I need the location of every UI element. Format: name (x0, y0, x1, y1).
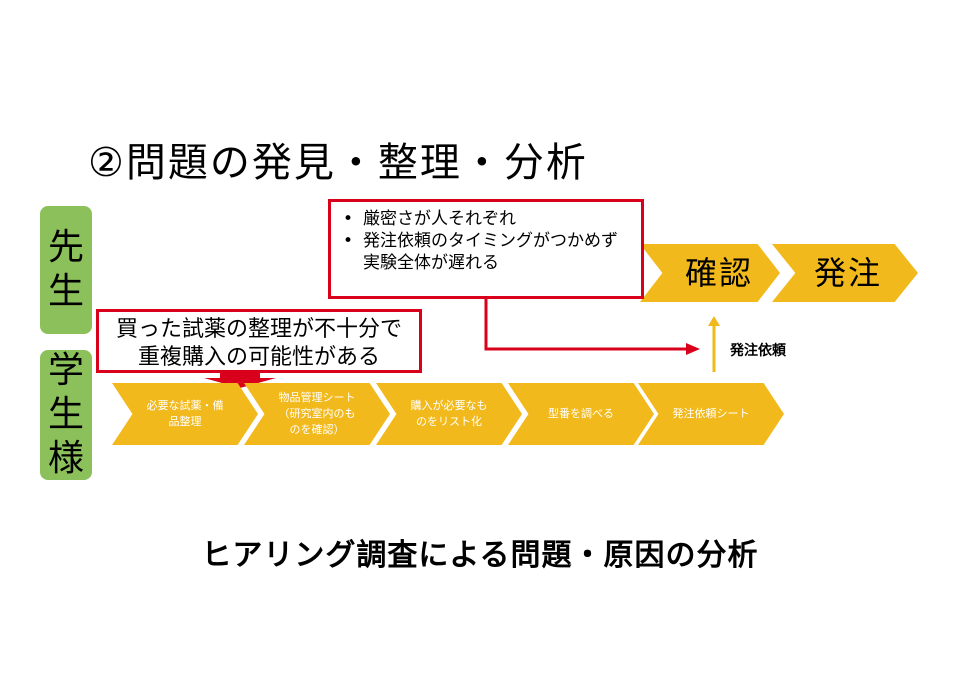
student-step-sort-reagents: 必要な試薬・備 品整理 (112, 383, 258, 445)
problem-bullet-timing: 発注依頼のタイミングがつかめず実験全体が遅れる (337, 230, 631, 274)
problem-box-timing: 厳密さが人それぞれ 発注依頼のタイミングがつかめず実験全体が遅れる (328, 199, 644, 299)
teacher-step-order-label: 発注 (813, 254, 882, 292)
role-student-char-2: 生 (47, 394, 84, 435)
up-arrow (708, 316, 720, 372)
teacher-step-confirm: 確認 (640, 244, 780, 302)
problem-duplicate-text: 買った試薬の整理が不十分で 重複購入の可能性がある (115, 317, 402, 370)
teacher-step-order: 発注 (772, 244, 918, 302)
role-teacher-char-2: 生 (47, 271, 84, 312)
problem-bullet-strictness: 厳密さが人それぞれ (337, 208, 631, 230)
student-step-order-sheet: 発注依頼シート (638, 383, 784, 445)
student-step-4-label: 型番を調べる (548, 407, 614, 420)
problem-box-duplicate: 買った試薬の整理が不十分で 重複購入の可能性がある (96, 309, 422, 373)
role-student-char-1: 学 (47, 350, 84, 391)
student-step-2-label: 物品管理シート （研究室内のも のを確認） (278, 391, 356, 436)
student-step-5-label: 発注依頼シート (672, 407, 750, 420)
role-student-char-3: 様 (47, 438, 84, 479)
student-step-inventory-sheet: 物品管理シート （研究室内のも のを確認） (244, 383, 390, 445)
problem-box-timing-list: 厳密さが人それぞれ 発注依頼のタイミングがつかめず実験全体が遅れる (337, 208, 631, 274)
role-teacher-char-1: 先 (47, 227, 84, 268)
student-step-1-label: 必要な試薬・備 品整理 (146, 399, 224, 428)
role-student: 学 生 様 (40, 350, 92, 480)
student-step-3-label: 購入が必要なも のをリスト化 (410, 399, 488, 428)
order-request-label: 発注依頼 (730, 343, 786, 359)
slide-title: ②問題の発見・整理・分析 (88, 140, 588, 186)
student-step-purchase-list: 購入が必要なも のをリスト化 (376, 383, 522, 445)
student-step-model-number: 型番を調べる (508, 383, 654, 445)
role-teacher: 先 生 (40, 206, 92, 334)
slide-caption: ヒアリング調査による問題・原因の分析 (201, 538, 759, 573)
teacher-step-confirm-label: 確認 (684, 254, 753, 292)
red-down-arrow (204, 372, 276, 388)
